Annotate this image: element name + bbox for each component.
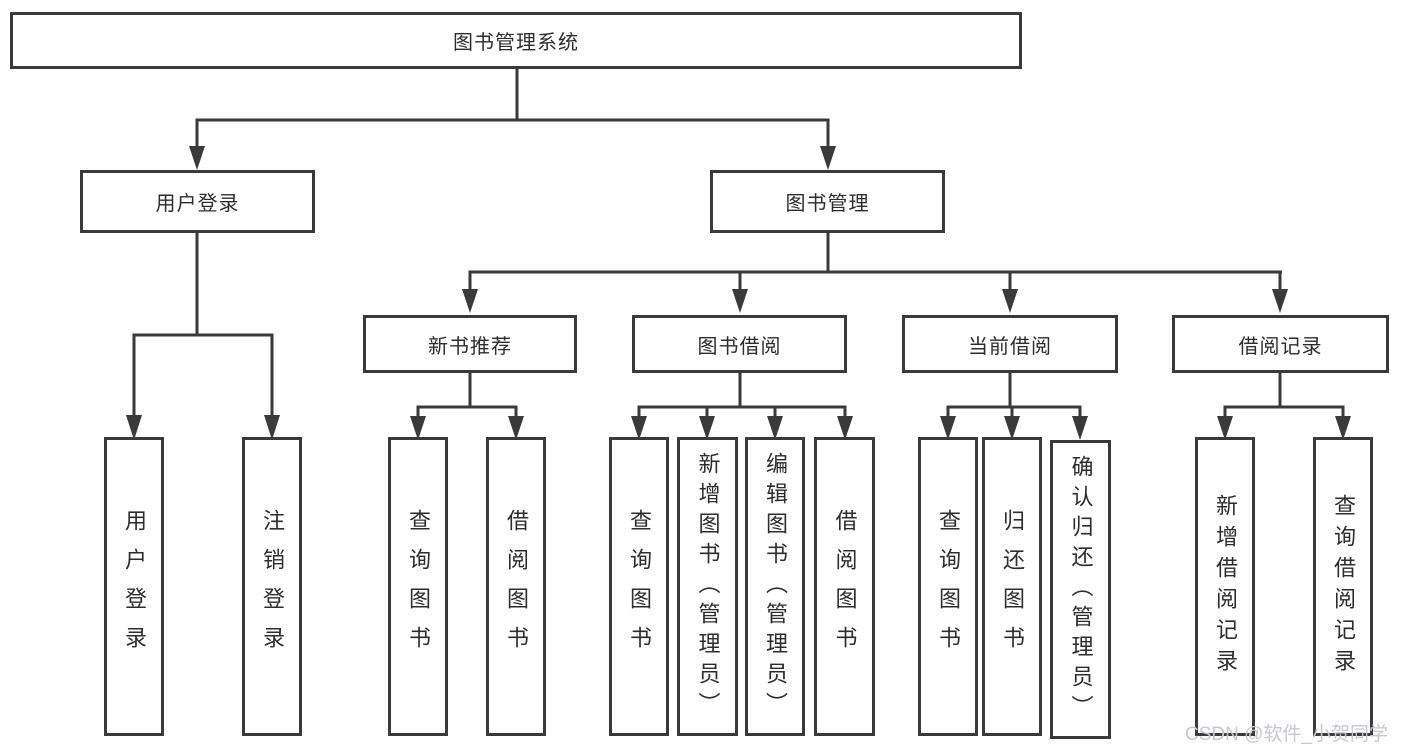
leaf-user-login: 用户登录: [104, 437, 164, 736]
node-label: 当前借阅: [968, 335, 1052, 358]
leaf-add-borrow-record: 新增借阅记录: [1195, 437, 1255, 736]
leaf-logout: 注销登录: [242, 437, 302, 736]
leaf-query-books-recommend: 查询图书: [388, 437, 448, 736]
leaf-confirm-return-admin: 确认归还（管理员）: [1050, 440, 1111, 739]
node-label: 查询图书: [936, 508, 961, 665]
node-user-login: 用户登录: [80, 170, 315, 233]
leaf-borrow-books: 借阅图书: [814, 437, 875, 736]
node-label: 图书借阅: [697, 335, 782, 358]
node-label: 注销登录: [260, 508, 285, 665]
node-library-system: 图书管理系统: [10, 12, 1022, 69]
node-label: 归还图书: [1000, 508, 1025, 665]
node-label: 用户登录: [122, 508, 147, 665]
node-label: 用户登录: [155, 193, 240, 215]
node-label: 查询借阅记录: [1331, 493, 1356, 680]
node-label: 查询图书: [627, 508, 652, 665]
node-current-borrowing: 当前借阅: [902, 315, 1118, 373]
node-label: 图书管理系统: [453, 32, 579, 54]
leaf-query-borrow-record: 查询借阅记录: [1313, 437, 1373, 736]
node-label: 编辑图书（管理员）: [763, 451, 788, 722]
node-new-book-recommend: 新书推荐: [363, 315, 577, 373]
node-label: 借阅图书: [832, 508, 858, 665]
node-label: 确认归还（管理员）: [1068, 454, 1094, 725]
leaf-borrow-books-recommend: 借阅图书: [486, 437, 546, 736]
node-label: 查询图书: [406, 508, 431, 665]
node-label: 借阅图书: [504, 508, 529, 665]
node-label: 借阅记录: [1238, 335, 1323, 358]
leaf-return-books: 归还图书: [982, 437, 1042, 736]
leaf-edit-books-admin: 编辑图书（管理员）: [745, 437, 805, 736]
leaf-add-books-admin: 新增图书（管理员）: [677, 437, 738, 736]
leaf-query-books-borrow: 查询图书: [609, 437, 669, 736]
node-book-borrowing: 图书借阅: [632, 315, 847, 373]
node-borrow-records: 借阅记录: [1172, 315, 1389, 373]
node-label: 新增图书（管理员）: [695, 451, 721, 722]
node-label: 新增借阅记录: [1213, 493, 1238, 680]
node-label: 新书推荐: [428, 335, 512, 358]
csdn-watermark: CSDN @软件_小贺同学: [1185, 724, 1388, 745]
node-book-management: 图书管理: [710, 170, 945, 233]
leaf-query-books-current: 查询图书: [918, 437, 978, 736]
node-label: 图书管理: [785, 193, 870, 215]
